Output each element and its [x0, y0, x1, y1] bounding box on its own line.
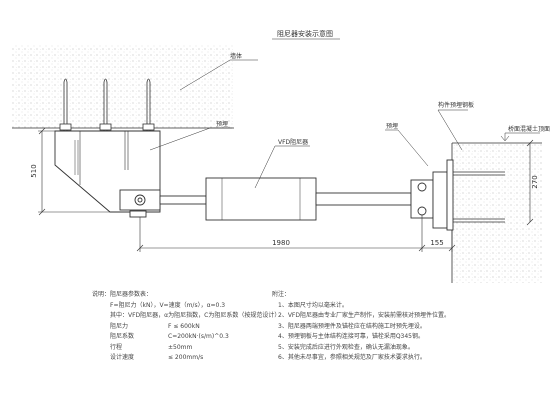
notes-right: 附注： 1、本图尺寸均以毫米计。 2、VFD阻尼器由专业厂家生产制作，安装前需核…	[272, 290, 450, 364]
upper-wall-slab	[12, 44, 234, 129]
param-value: F ≤ 600kN	[168, 322, 200, 330]
notes-right-line-5: 5、安装完成后应进行外观检查，确认无漏油现象。	[278, 343, 414, 351]
notes-right-heading: 附注：	[272, 291, 291, 298]
param-value: C=200kN·(s/m)^0.3	[168, 333, 229, 340]
dim-left-vertical	[38, 127, 120, 216]
param-name: 行程	[110, 343, 123, 351]
param-name: 阻尼系数	[110, 333, 135, 340]
dim-left-vertical-value: 510	[30, 164, 38, 177]
damper-assembly	[159, 159, 454, 231]
notes-left-row-2: 阻尼系数 C=200kN·(s/m)^0.3	[92, 332, 280, 343]
notes-right-line-6: 6、其他未尽事宜，参照相关规范及厂家技术要求执行。	[278, 354, 426, 361]
right-wall	[451, 142, 542, 283]
notes-left-row-1: 阻尼力 F ≤ 600kN	[92, 322, 280, 333]
drawing-title: 阻尼器安装示意图	[277, 29, 333, 38]
notes-right-line-2: 2、VFD阻尼器由专业厂家生产制作，安装前需核对预埋件位置。	[278, 312, 450, 319]
dim-horizontal	[136, 215, 456, 252]
notes-left-line-2: 其中：VFD阻尼器，α为阻尼指数，C为阻尼系数（按规范设计）	[110, 312, 281, 319]
label-anchor-plate: 构件预埋钢板	[438, 101, 474, 109]
dim-right-vertical-value: 270	[531, 175, 539, 188]
notes-left: 说明：阻尼器参数表： F=阻尼力（kN），V=速度（m/s），α=0.3 其中：…	[92, 290, 280, 364]
label-damper: VFD阻尼器	[278, 138, 308, 146]
label-right-support: 预埋	[386, 122, 398, 130]
label-leaders	[149, 59, 540, 189]
label-wall: 墙体	[230, 52, 242, 60]
param-value: ±50mm	[168, 343, 193, 351]
notes-right-line-3: 3、阻尼器两端预埋件及锚栓应在结构施工时预先埋设。	[278, 322, 426, 330]
right-anchor-bolts	[453, 171, 505, 223]
label-left-support: 预埋	[216, 120, 228, 128]
param-name: 设计速度	[110, 354, 135, 361]
notes-left-row-3: 行程 ±50mm	[92, 343, 280, 354]
param-value: ≤ 200mm/s	[168, 354, 204, 361]
dim-right-vertical	[526, 139, 534, 226]
notes-left-line-1: F=阻尼力（kN），V=速度（m/s），α=0.3	[110, 301, 226, 309]
dim-end-offset-value: 155	[430, 239, 443, 247]
left-bracket	[54, 130, 161, 218]
notes-left-row-4: 设计速度 ≤ 200mm/s	[92, 353, 280, 364]
dim-span-value: 1980	[272, 239, 290, 247]
param-name: 阻尼力	[110, 322, 129, 330]
notes-left-heading: 说明：阻尼器参数表：	[92, 291, 153, 298]
label-bridge-level: 桥面混凝土顶面	[508, 125, 550, 133]
notes-right-line-1: 1、本图尺寸均以毫米计。	[278, 301, 348, 309]
notes-right-line-4: 4、预埋钢板与主体结构连接可靠，锚栓采用Q345钢。	[278, 333, 424, 340]
